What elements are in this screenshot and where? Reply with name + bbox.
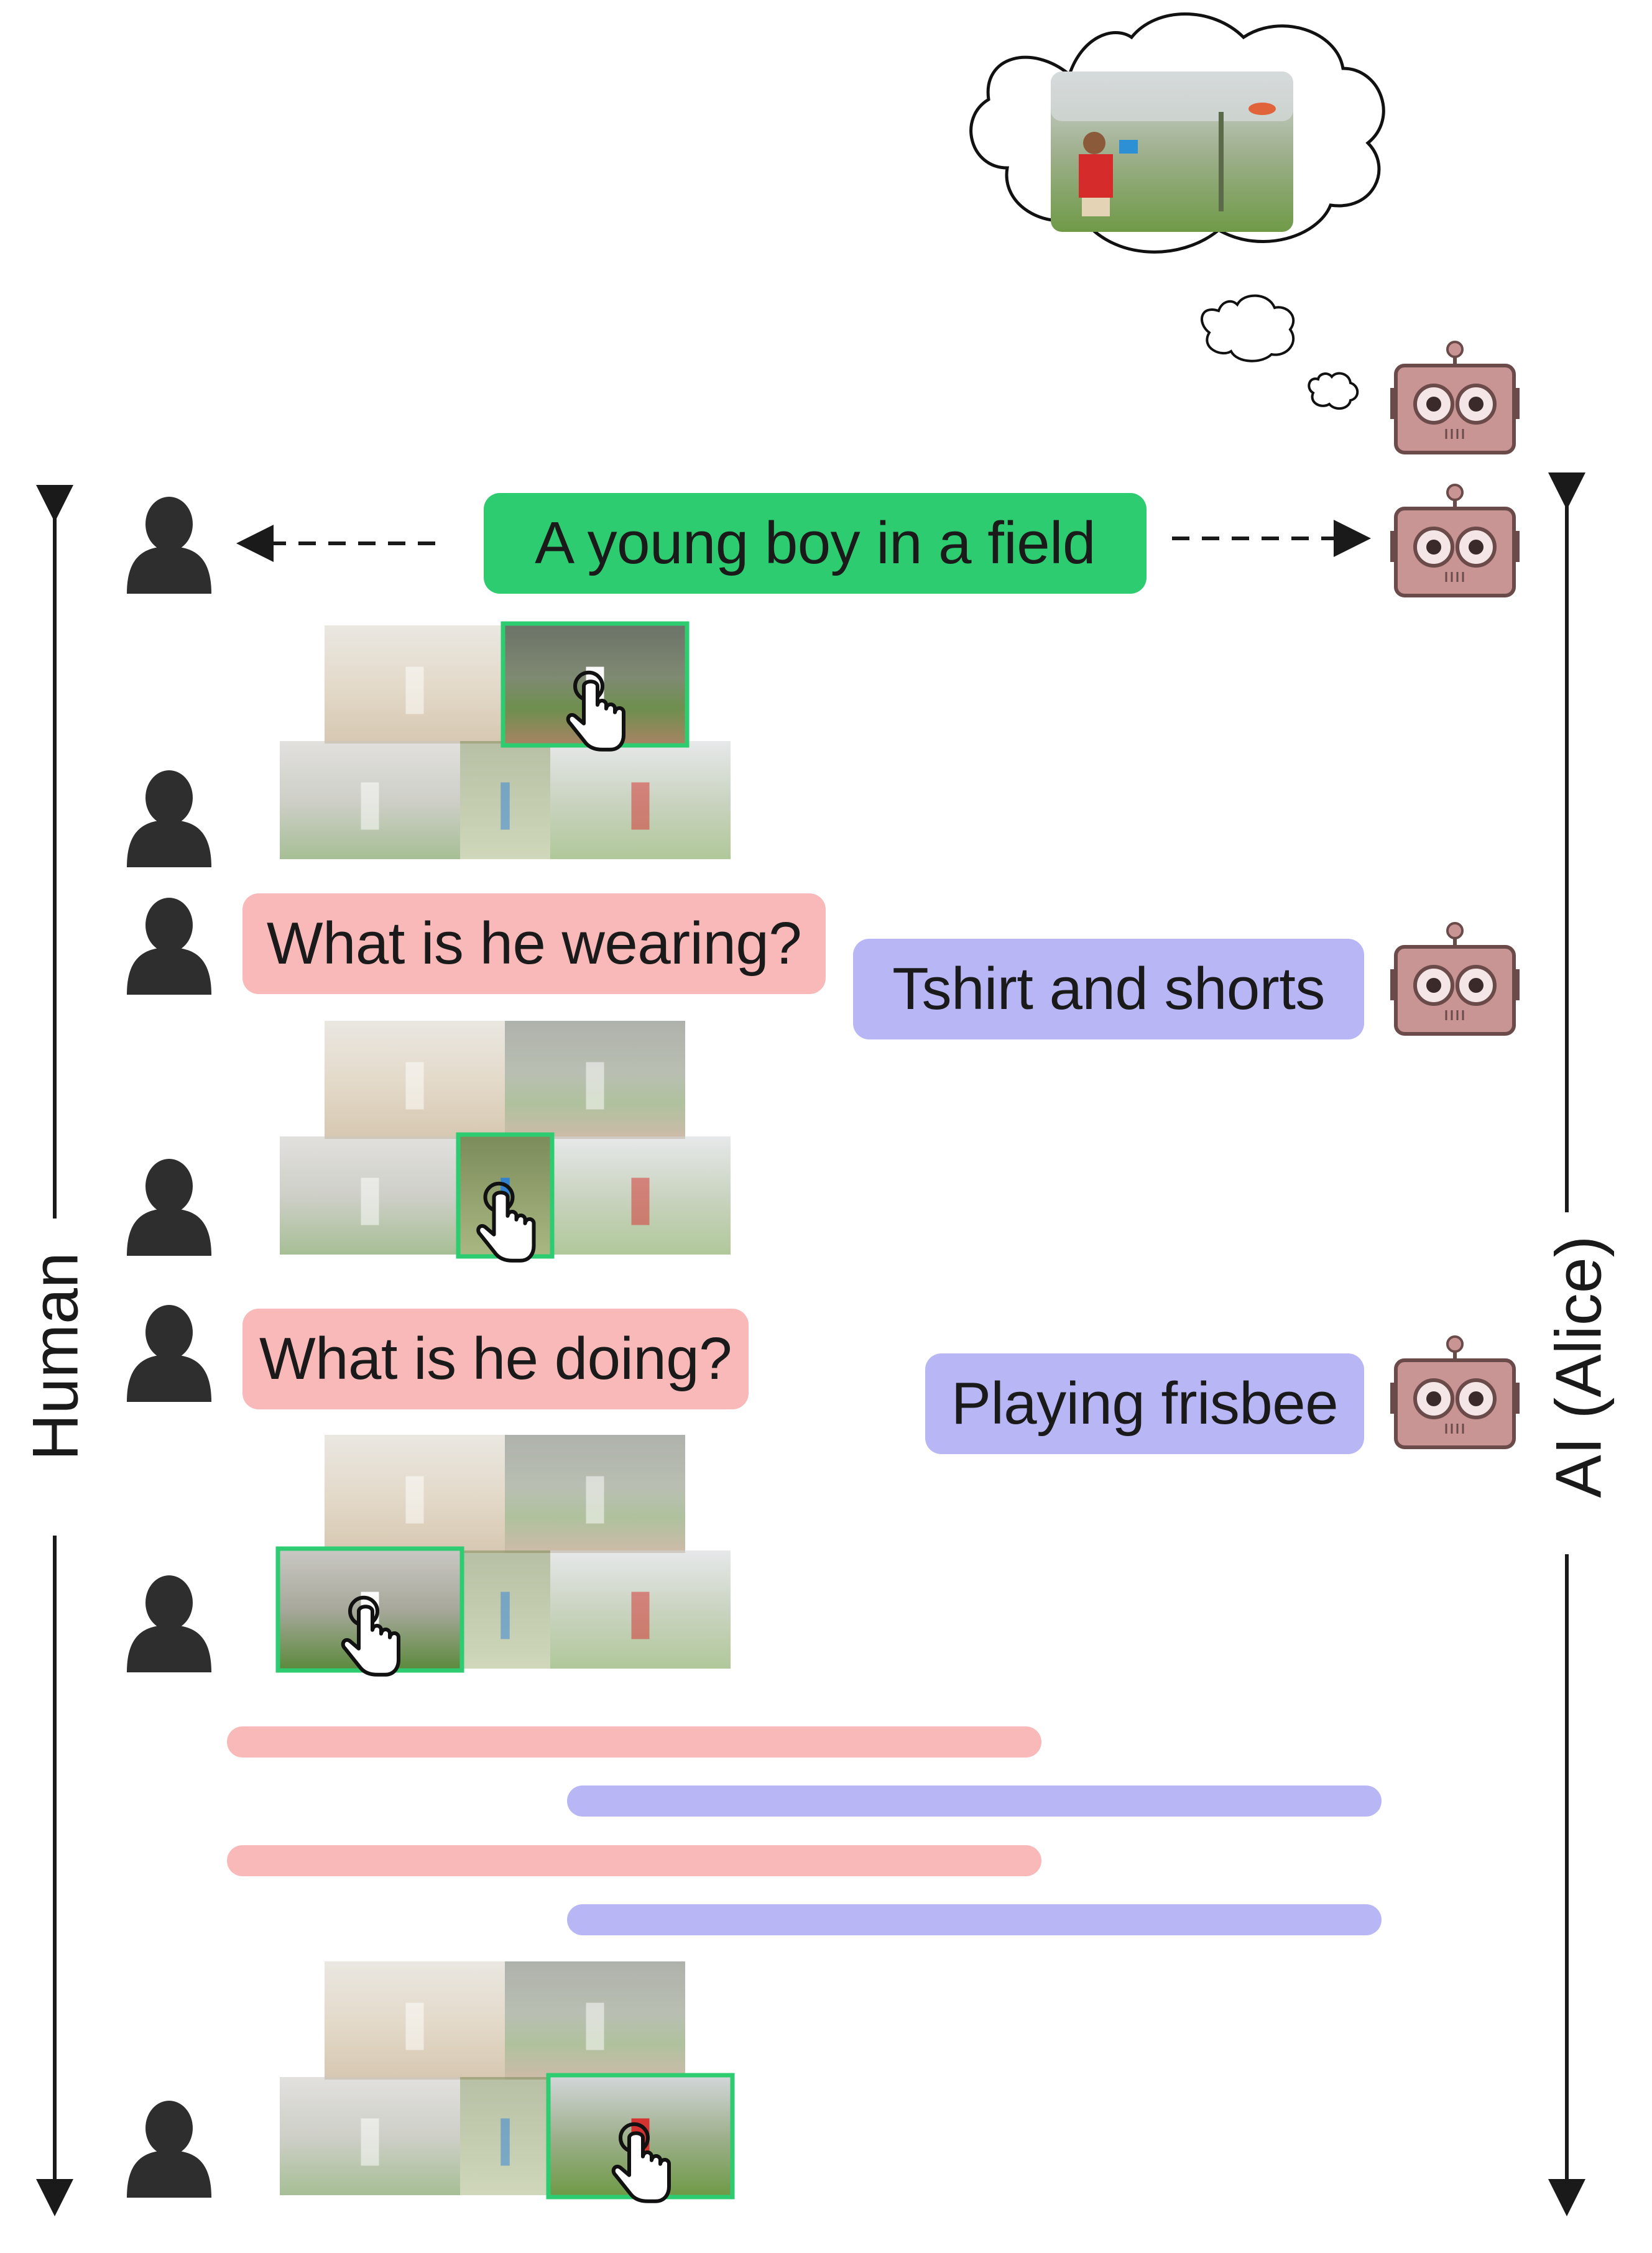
person-silhouette-icon	[127, 1159, 211, 1256]
image-pool	[280, 1961, 735, 2201]
answer-text: Tshirt and shorts	[892, 956, 1325, 1022]
surfers-image-tile[interactable]	[325, 1021, 505, 1139]
robot-head-icon	[1390, 923, 1520, 1034]
surfers-image-tile[interactable]	[325, 1435, 505, 1553]
surfers-image-tile[interactable]	[325, 1961, 505, 2080]
thought-cloud-icon	[969, 12, 1385, 410]
question-text: What is he doing?	[259, 1325, 732, 1392]
image-pool	[280, 1021, 731, 1261]
image-pool	[280, 621, 731, 859]
baseball-image-tile[interactable]	[501, 621, 690, 750]
baseball-image-tile[interactable]	[505, 1435, 685, 1553]
frisbee-image-tile[interactable]	[550, 1136, 731, 1255]
answer-placeholder-bar	[567, 1785, 1382, 1817]
surfers-image-tile[interactable]	[325, 625, 505, 744]
person-silhouette-icon	[127, 898, 211, 995]
image-pool	[275, 1435, 731, 1675]
question-bubble: What is he wearing?	[242, 893, 826, 994]
robot-head-icon	[1390, 1337, 1520, 1447]
tennis-image-tile[interactable]	[460, 2077, 550, 2195]
robot-head-icon	[1390, 485, 1520, 596]
ai-axis-label: AI (Alice)	[1543, 1235, 1615, 1498]
person-silhouette-icon	[127, 1305, 211, 1402]
answer-text: Playing frisbee	[951, 1370, 1339, 1437]
tennis-image-tile[interactable]	[456, 1132, 555, 1261]
soccer-image-tile[interactable]	[275, 1546, 464, 1675]
answer-bubble: Tshirt and shorts	[853, 939, 1364, 1039]
person-silhouette-icon	[127, 2101, 211, 2198]
robot-head-icon	[1390, 342, 1520, 453]
question-bubble: What is he doing?	[242, 1309, 749, 1409]
caption-bubble: A young boy in a field	[484, 493, 1147, 594]
answer-bubble: Playing frisbee	[925, 1353, 1364, 1454]
caption-text: A young boy in a field	[535, 510, 1096, 576]
human-axis-label: Human	[19, 1252, 92, 1461]
frisbee-image-tile[interactable]	[550, 1550, 731, 1669]
soccer-image-tile[interactable]	[280, 741, 460, 859]
baseball-image-tile[interactable]	[505, 1021, 685, 1139]
answer-placeholder-bar	[567, 1904, 1382, 1935]
tennis-image-tile[interactable]	[460, 1550, 550, 1669]
person-silhouette-icon	[127, 1575, 211, 1672]
soccer-image-tile[interactable]	[280, 1136, 460, 1255]
soccer-image-tile[interactable]	[280, 2077, 460, 2195]
frisbee-image-tile[interactable]	[550, 741, 731, 859]
person-silhouette-icon	[127, 770, 211, 867]
question-placeholder-bar	[227, 1726, 1041, 1758]
question-text: What is he wearing?	[266, 910, 802, 977]
baseball-image-tile[interactable]	[505, 1961, 685, 2080]
question-placeholder-bar	[227, 1845, 1041, 1876]
tennis-image-tile[interactable]	[460, 741, 550, 859]
person-silhouette-icon	[127, 497, 211, 594]
frisbee-image-tile[interactable]	[546, 2073, 735, 2201]
